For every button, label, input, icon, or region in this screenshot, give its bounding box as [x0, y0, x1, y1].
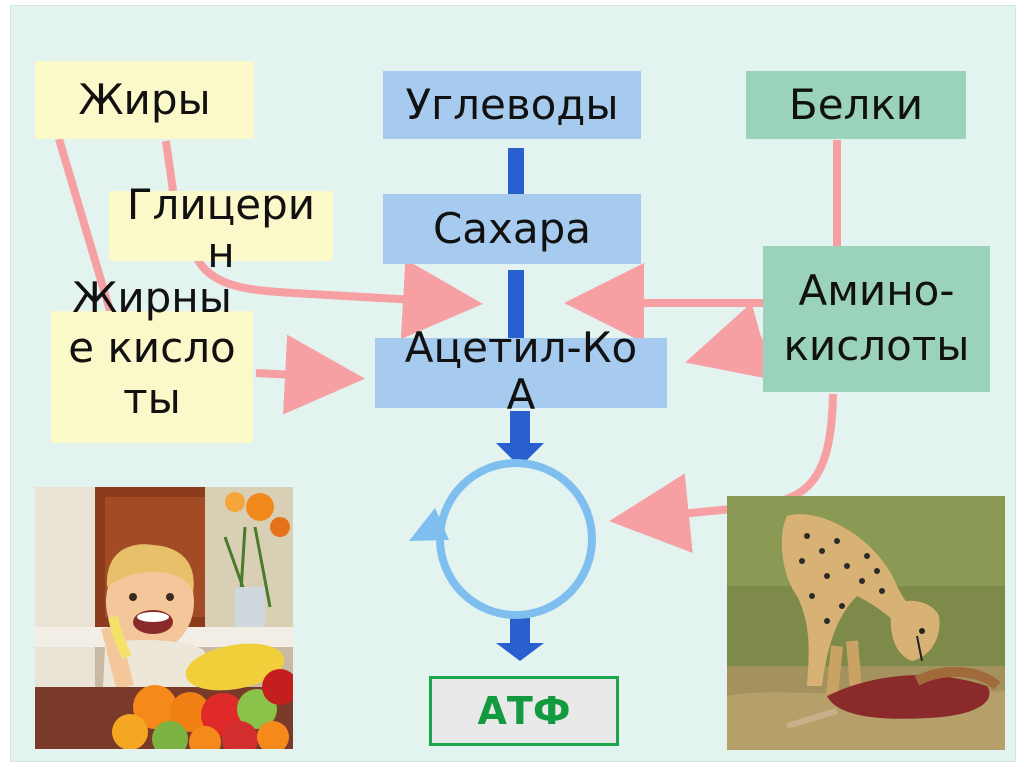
glycerol-node: Глицерин: [109, 191, 333, 261]
fats-node: Жиры: [35, 61, 254, 139]
cycle-to-atp-arrow: [496, 618, 544, 661]
fats-label: Жиры: [78, 77, 210, 123]
sugars-node: Сахара: [383, 194, 641, 264]
slide: Жиры Углеводы Белки Глицерин Сахара Ацет…: [10, 5, 1016, 762]
atp-node: АТФ: [429, 676, 619, 746]
acetyl-node: Ацетил-КоА: [375, 338, 667, 408]
fatty-acids-node: Жирные кислоты: [51, 311, 253, 443]
fatty-acids-to-acetyl-arrow: [256, 373, 333, 377]
amino-to-acetyl-arrow: [716, 341, 763, 354]
child-eating-fruit-image: [35, 487, 293, 749]
cheetah-eating-prey-image: [727, 496, 1005, 750]
carbs-label: Углеводы: [406, 82, 619, 128]
amino-acids-label: Амино-кислоты: [777, 264, 977, 373]
amino-acids-node: Амино-кислоты: [763, 246, 990, 392]
glycerol-label: Глицерин: [121, 181, 321, 278]
carbs-node: Углеводы: [383, 71, 641, 139]
carbs-to-sugars-connector: [508, 148, 524, 194]
acetyl-label: Ацетил-КоА: [396, 324, 646, 418]
atp-label: АТФ: [477, 689, 570, 733]
sugars-label: Сахара: [433, 206, 591, 252]
proteins-node: Белки: [746, 71, 966, 139]
fatty-acids-label: Жирные кислоты: [62, 273, 242, 424]
acetyl-to-cycle-arrow: [496, 411, 544, 467]
krebs-cycle: [440, 463, 592, 615]
proteins-label: Белки: [789, 82, 923, 128]
